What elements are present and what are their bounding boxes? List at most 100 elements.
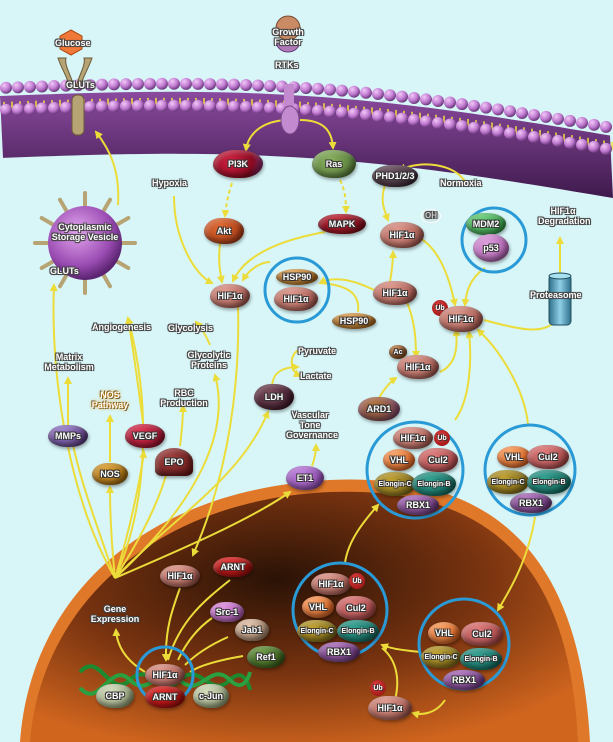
vesicle-glut-spike <box>114 259 131 270</box>
arrow-hypoxia-to-hif <box>173 195 214 285</box>
lipid-head <box>552 112 564 125</box>
arrow-hif-to-hif-ac <box>405 299 420 359</box>
ref1-protein[interactable]: Ref1 <box>247 646 285 668</box>
elongin-b-e3-2[interactable]: Elongin-B <box>527 470 571 494</box>
akt-protein[interactable]: Akt <box>204 218 244 244</box>
nos-protein[interactable]: NOS <box>92 463 128 485</box>
rbx1-e3-1[interactable]: RBX1 <box>397 495 439 515</box>
lipid-head <box>36 80 48 93</box>
elongin-c-e3-1[interactable]: Elongin-C <box>374 472 416 496</box>
arrow-ge-to-nos <box>106 485 116 579</box>
arrow-hif-ub-to-proteasome <box>483 319 557 331</box>
hsp90-bound[interactable]: HSP90 <box>276 269 318 285</box>
lipid-head <box>204 78 216 91</box>
arnt-free[interactable]: ARNT <box>213 557 253 577</box>
p53-protein[interactable]: p53 <box>473 234 509 262</box>
ldh-protein[interactable]: LDH <box>254 384 294 410</box>
mapk-protein[interactable]: MAPK <box>318 214 366 234</box>
lipid-head <box>372 87 384 100</box>
hif1a-ubiquitinated[interactable]: HIF1α <box>439 306 483 332</box>
ub-tag-nuclear-free: Ub <box>370 680 386 696</box>
cul2-e3-nuc-1[interactable]: Cul2 <box>336 596 376 620</box>
cul2-e3-2[interactable]: Cul2 <box>527 445 569 469</box>
proteasome-shape <box>548 272 572 326</box>
lipid-head <box>384 111 396 124</box>
ard1-protein[interactable]: ARD1 <box>358 397 400 421</box>
elongin-c-e3-nuc-1[interactable]: Elongin-C <box>297 620 337 642</box>
rbx1-e3-nuc-2[interactable]: RBX1 <box>443 670 485 690</box>
arrow-src1-to-dna <box>177 617 213 661</box>
vesicle-glut-spike <box>39 259 56 270</box>
vesicle-gluts-label: GLUTs <box>50 266 79 276</box>
arrow-ge-to-et1 <box>114 490 292 579</box>
vesicle-glut-spike <box>101 272 112 289</box>
vhl-e3-2[interactable]: VHL <box>497 446 531 468</box>
lipid-head <box>168 99 180 112</box>
hif1a-acetylated[interactable]: HIF1α <box>397 355 439 379</box>
lipid-head <box>504 127 516 140</box>
rbx1-e3-2[interactable]: RBX1 <box>510 493 552 513</box>
hif1a-central[interactable]: HIF1α <box>210 284 250 308</box>
arrow-complex2-to-hif-ub-n <box>411 699 446 719</box>
lipid-head <box>348 107 360 120</box>
mdm2-protein[interactable]: MDM2 <box>466 213 506 235</box>
elongin-c-e3-nuc-2[interactable]: Elongin-C <box>421 646 461 668</box>
hif1a-in-e3-nuc-1[interactable]: HIF1α <box>311 573 351 595</box>
hif1a-hydroxylated[interactable]: HIF1α <box>380 222 424 248</box>
pathway-arrows <box>49 119 564 719</box>
lipid-head <box>96 100 108 113</box>
hif1a-nuclear[interactable]: HIF1α <box>160 565 200 587</box>
vhl-e3-nuc-1[interactable]: VHL <box>302 596 334 618</box>
hsp90-free[interactable]: HSP90 <box>332 313 376 329</box>
cbp-protein[interactable]: CBP <box>96 684 134 708</box>
hif1a-ub-nuclear[interactable]: HIF1α <box>368 696 412 720</box>
lipid-head <box>180 77 192 90</box>
ring-e3-complex-2 <box>483 423 577 517</box>
lipid-head <box>432 94 444 107</box>
elongin-c-e3-2[interactable]: Elongin-C <box>487 470 529 494</box>
lipid-head <box>576 138 588 151</box>
elongin-b-e3-nuc-1[interactable]: Elongin-B <box>337 620 379 642</box>
mmps-protein[interactable]: MMPs <box>48 425 88 447</box>
hif1a-dna-bound[interactable]: HIF1α <box>145 664 185 686</box>
vegf-protein[interactable]: VEGF <box>125 424 165 448</box>
arrow-hif-to-nucleus <box>191 304 240 557</box>
vesicle-glut-spike <box>58 197 69 214</box>
cul2-e3-nuc-2[interactable]: Cul2 <box>461 622 503 646</box>
lipid-head <box>588 140 600 153</box>
elongin-b-e3-1[interactable]: Elongin-B <box>412 472 456 496</box>
oh-group: OH <box>421 209 441 223</box>
et1-protein[interactable]: ET1 <box>286 466 324 490</box>
lipid-head <box>408 91 420 104</box>
src1-protein[interactable]: Src-1 <box>210 602 244 622</box>
elongin-b-e3-nuc-2[interactable]: Elongin-B <box>460 648 502 670</box>
glucose-molecule <box>59 29 83 56</box>
phd-protein[interactable]: PHD1/2/3 <box>372 165 418 187</box>
vhl-e3-1[interactable]: VHL <box>383 449 415 471</box>
vhl-e3-nuc-2[interactable]: VHL <box>428 622 460 644</box>
lipid-head <box>420 93 432 106</box>
lipid-head <box>192 99 204 112</box>
vesicle-glut-spike <box>58 272 69 289</box>
lipid-head <box>600 120 612 133</box>
epo-protein[interactable]: EPO <box>155 448 193 476</box>
lipid-head <box>0 81 12 94</box>
lipid-head <box>264 79 276 92</box>
pyruvate-label: Pyruvate <box>298 346 337 356</box>
pi3k-protein[interactable]: PI3K <box>213 150 263 178</box>
hif1a-mid[interactable]: HIF1α <box>373 281 417 305</box>
arrow-complex2-to-hif-ub <box>476 328 529 426</box>
rbx1-e3-nuc-1[interactable]: RBX1 <box>318 642 360 662</box>
lipid-head <box>252 79 264 92</box>
jab1-protein[interactable]: Jab1 <box>235 619 269 641</box>
cjun-protein[interactable]: c-Jun <box>193 684 229 708</box>
cul2-e3-1[interactable]: Cul2 <box>418 448 458 472</box>
hif1a-in-e3-1[interactable]: HIF1α <box>393 427 433 449</box>
arnt-dna-bound[interactable]: ARNT <box>145 686 185 708</box>
lipid-head <box>456 120 468 133</box>
lipid-head <box>516 129 528 142</box>
lipid-head <box>84 100 96 113</box>
ras-protein[interactable]: Ras <box>312 150 356 178</box>
lipid-head <box>156 77 168 90</box>
hif1a-hsp90-bound[interactable]: HIF1α <box>274 287 318 311</box>
